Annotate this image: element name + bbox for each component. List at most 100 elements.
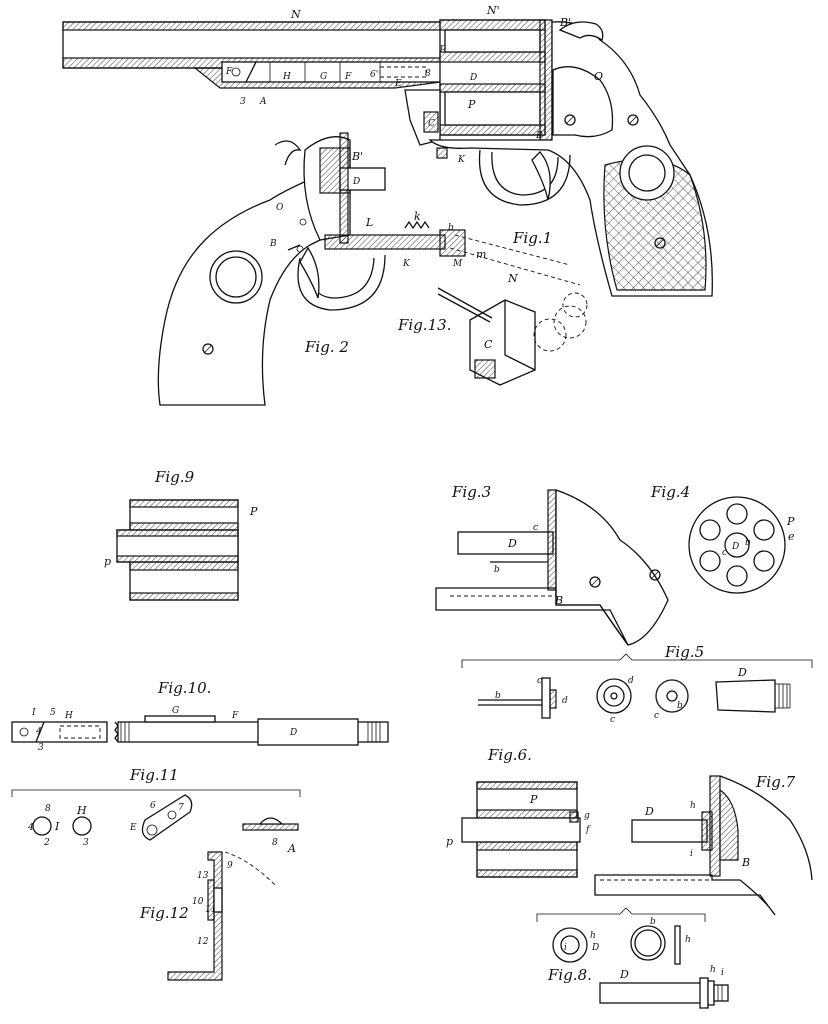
fig5-label-c: c: [537, 676, 542, 686]
label-p: p: [440, 43, 446, 53]
fig6-title: Fig.6.: [487, 746, 532, 764]
fig6-label-f: f: [585, 825, 591, 835]
fig2-label-D: D: [352, 177, 360, 187]
fig11-label-A: A: [287, 842, 296, 855]
fig12-label-9: 9: [227, 861, 233, 871]
fig11-label-8b: 8: [272, 838, 278, 848]
fig10-label-4: 4: [35, 727, 42, 737]
fig3-label-B: B: [554, 594, 563, 607]
fig8-label-i2: i: [721, 968, 724, 978]
fig10-label-3: 3: [38, 743, 44, 753]
fig5-label-c2: c: [610, 715, 615, 725]
fig8-label-b: b: [650, 917, 656, 927]
fig11-label-8: 8: [45, 804, 51, 814]
label-F: F: [225, 67, 233, 77]
label-8: 8: [425, 69, 431, 79]
fig13-label-C: C: [484, 338, 493, 351]
label-D: D: [469, 73, 477, 83]
label-H: H: [282, 72, 291, 82]
fig6-label-g: g: [584, 811, 590, 821]
fig11-title: Fig.11: [129, 766, 179, 784]
fig10-label-I: I: [31, 708, 36, 718]
fig1-revolver: N N' B' F H G F 6' E 8 D p P 3 A C B K O…: [62, 4, 713, 297]
fig3-label-D: D: [507, 537, 517, 550]
fig7-title: Fig.7: [755, 773, 796, 791]
fig5-label-b: b: [495, 691, 501, 701]
fig5-label-d: d: [562, 696, 568, 706]
fig5-label-d2: d: [628, 676, 634, 686]
fig2-label-k: k: [414, 210, 421, 223]
fig10-label-D: D: [289, 728, 297, 738]
fig2-label-N: N: [507, 272, 518, 285]
fig7-label-D: D: [644, 805, 654, 818]
fig8-label-h2: h: [685, 935, 691, 945]
trigger-guard: [478, 149, 571, 206]
label-K: K: [457, 155, 466, 165]
fig10-label-H: H: [64, 711, 73, 721]
fig11-label-6: 6: [150, 801, 156, 811]
fig12-label-11: 11: [205, 905, 216, 915]
fig5-label-c3: c: [654, 711, 659, 721]
label-N-prime: N': [486, 4, 500, 17]
fig7-label-h: h: [690, 801, 696, 811]
fig12-title: Fig.12: [139, 904, 189, 922]
label-N: N: [290, 8, 301, 21]
fig11-label-E: E: [129, 823, 137, 833]
fig10-label-5: 5: [50, 708, 56, 718]
fig4-label-P: P: [786, 515, 795, 528]
fig5-label-D: D: [737, 666, 747, 679]
fig10-label-G: G: [172, 706, 179, 716]
fig9-cylinder-section: Fig.9 P p: [104, 468, 258, 601]
fig10-title: Fig.10.: [157, 679, 211, 697]
fig8-label-D2: D: [619, 968, 629, 981]
fig11-label-7: 7: [178, 803, 184, 813]
fig8-ring-parts: Fig.8. h i D b h D h i: [536, 907, 729, 1009]
fig2-label-m: m: [476, 248, 486, 261]
fig4-label-b: b: [745, 538, 751, 548]
fig2-rod-L: [324, 234, 446, 250]
label-B-prime: B': [559, 16, 571, 29]
fig12-label-10: 10: [192, 897, 204, 907]
fig2-label-B: B: [269, 239, 277, 249]
fig3-label-c: c: [533, 523, 538, 533]
fig4-label-D: D: [731, 542, 739, 552]
fig10-label-F: F: [231, 711, 239, 721]
fig5-label-b2: b: [677, 701, 683, 711]
fig8-label-i: i: [564, 943, 567, 953]
fig8-label-h3: h: [710, 965, 716, 975]
fig3-label-b: b: [494, 565, 500, 575]
label-3: 3: [240, 97, 246, 107]
fig9-label-p: p: [104, 555, 111, 568]
fig4-title: Fig.4: [650, 483, 690, 501]
fig2-title: Fig. 2: [304, 338, 349, 356]
fig7-breech-section: Fig.7 D h i B: [594, 773, 813, 916]
fig2-label-K: K: [402, 259, 411, 269]
fig6-cylinder-section: Fig.6. P g f p: [446, 746, 591, 878]
fig4-label-c: c: [722, 548, 727, 558]
fig11-label-I: I: [54, 820, 60, 833]
fig5-title: Fig.5: [664, 643, 704, 661]
fig8-label-D: D: [591, 943, 599, 953]
fig6-label-P: P: [529, 793, 538, 806]
fig2-frame-open: B' D O B L k b K M m N Fig. 2: [157, 132, 581, 406]
fig12-section: Fig.12 9 13 10 11 12: [139, 851, 276, 981]
label-O: O: [594, 70, 603, 83]
fig3-title: Fig.3: [451, 483, 491, 501]
fig2-label-M: M: [452, 259, 463, 269]
fig10-ejector-parts: Fig.10. I 5 H 4 3 G F D: [11, 679, 389, 753]
fig2-label-B-prime: B': [351, 150, 363, 163]
fig11-label-2: 2: [43, 838, 50, 848]
fig2-label-b: b: [448, 223, 454, 233]
label-B: B: [535, 131, 543, 141]
label-F2: F: [344, 72, 352, 82]
fig3-breech-section: Fig.3 c D b B: [435, 483, 669, 646]
fig2-label-O: O: [276, 203, 284, 213]
fig11-label-H: H: [76, 804, 87, 817]
fig12-label-12: 12: [197, 937, 209, 947]
label-6-prime: 6': [370, 70, 378, 80]
fig4-cylinder-face: Fig.4 P e D c b: [650, 483, 795, 594]
fig5-ratchet-parts: Fig.5 b c d d c c b D: [461, 643, 813, 725]
fig7-label-i: i: [690, 849, 693, 859]
